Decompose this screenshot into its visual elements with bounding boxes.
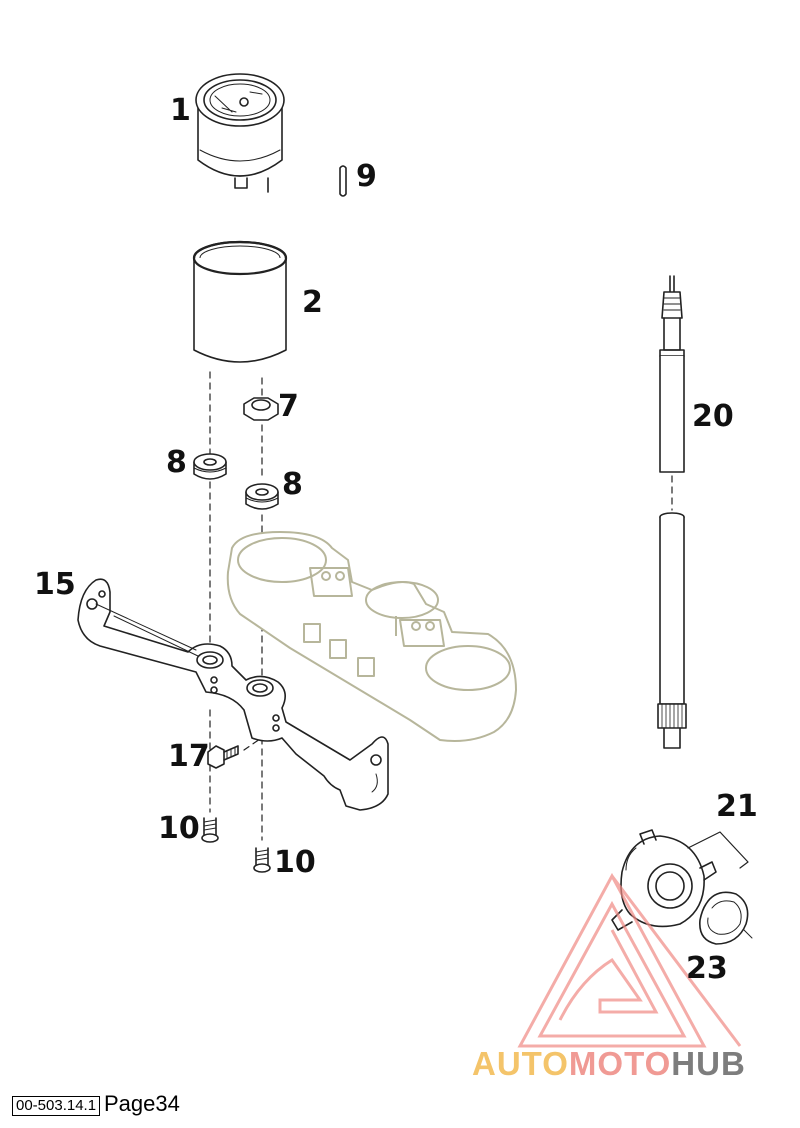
callout-2: 2 bbox=[302, 285, 323, 320]
pin bbox=[339, 165, 347, 197]
watermark-brand-text: AUTOMOTOHUB bbox=[472, 1046, 746, 1082]
callout-10a: 10 bbox=[158, 811, 200, 846]
callout-20: 20 bbox=[692, 399, 734, 434]
watermark-moto: MOTO bbox=[568, 1045, 672, 1082]
page-number: Page34 bbox=[104, 1091, 180, 1116]
watermark-hub: HUB bbox=[671, 1045, 746, 1082]
callout-8b: 8 bbox=[282, 467, 303, 502]
watermark-auto: AUTO bbox=[472, 1045, 569, 1082]
grommet-left bbox=[193, 453, 227, 480]
speedometer-drive bbox=[611, 829, 717, 931]
callout-17: 17 bbox=[168, 739, 210, 774]
bolt bbox=[207, 745, 239, 769]
triple-clamp-outline bbox=[226, 531, 517, 742]
nut bbox=[243, 397, 279, 421]
callout-bracket-21 bbox=[687, 831, 749, 869]
callout-21: 21 bbox=[716, 789, 758, 824]
drawing-code: 00-503.14.1 bbox=[12, 1096, 101, 1116]
callout-10b: 10 bbox=[274, 845, 316, 880]
speedometer-gauge bbox=[195, 73, 285, 193]
callout-8a: 8 bbox=[166, 445, 187, 480]
speedometer-cable bbox=[657, 275, 687, 749]
callout-7: 7 bbox=[278, 389, 299, 424]
retaining-ring bbox=[699, 891, 753, 945]
screw-left bbox=[201, 817, 219, 843]
callout-15: 15 bbox=[34, 567, 76, 602]
rubber-sleeve bbox=[192, 240, 288, 363]
callout-9: 9 bbox=[356, 159, 377, 194]
grommet-right bbox=[245, 483, 279, 510]
gauge-bracket bbox=[77, 578, 389, 811]
callout-23: 23 bbox=[686, 951, 728, 986]
callout-1: 1 bbox=[170, 93, 191, 128]
screw-right bbox=[253, 847, 271, 873]
watermark-logo bbox=[517, 872, 742, 1048]
